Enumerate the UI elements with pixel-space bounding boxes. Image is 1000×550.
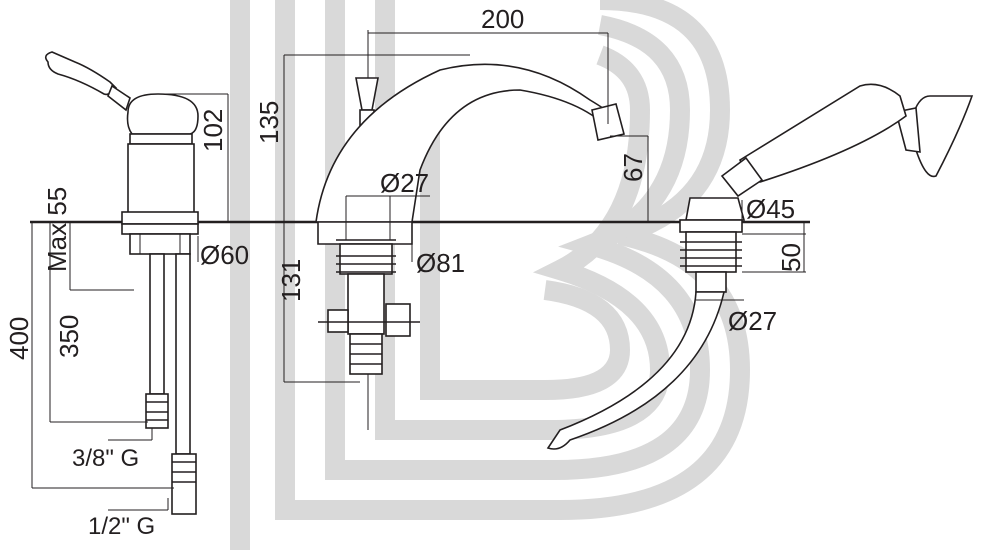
dim-131: 131 <box>276 259 306 302</box>
dimension-labels: 200 135 102 67 Max 55 131 50 400 350 3/8… <box>4 4 806 540</box>
thread-1-2-g: 1/2" G <box>88 513 155 540</box>
dim-102: 102 <box>198 109 228 152</box>
watermark-b-logo <box>230 0 751 550</box>
dim-50: 50 <box>776 243 806 272</box>
thread-3-8-g: 3/8" G <box>72 445 139 472</box>
dim-67: 67 <box>618 153 648 182</box>
handshower <box>546 83 974 450</box>
dia-45: Ø45 <box>746 194 795 224</box>
dim-max-55: Max 55 <box>42 187 72 272</box>
dia-27-spout: Ø27 <box>380 168 429 198</box>
dia-60: Ø60 <box>200 240 249 270</box>
lever-handle-valve <box>44 51 199 515</box>
spout-mixer <box>315 30 625 430</box>
dimension-lines <box>31 32 806 511</box>
dia-27-hose: Ø27 <box>728 306 777 336</box>
dia-81: Ø81 <box>416 248 465 278</box>
dim-200: 200 <box>481 4 524 34</box>
dim-400: 400 <box>4 317 34 360</box>
dim-135: 135 <box>254 101 284 144</box>
dim-350: 350 <box>54 315 84 358</box>
